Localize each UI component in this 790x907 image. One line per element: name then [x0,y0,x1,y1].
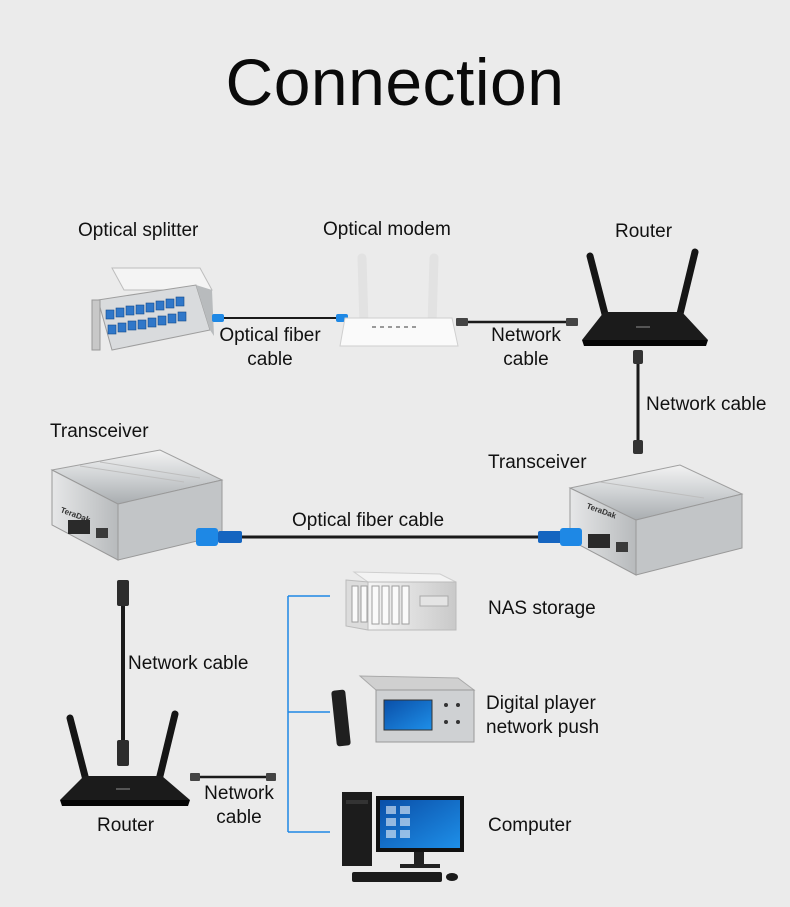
label-router-top: Router [615,221,673,242]
label-optical-fiber-cable-mid: Optical fiber cable [292,510,445,531]
transceiver-left-icon: TeraDak [50,449,224,561]
label-digital-player: Digital player network push [486,693,600,738]
optical-splitter-icon [91,267,214,351]
label-nas-storage: NAS storage [488,598,596,619]
optical-modem-icon [339,253,459,347]
optical-fiber-cable-top [212,314,348,322]
label-network-cable-top: Network cable [491,325,561,370]
label-network-cable-bottom: Network cable [204,783,274,828]
optical-fiber-cable-mid [196,528,582,546]
page-title: Connection [225,45,565,119]
label-computer: Computer [488,815,572,836]
transceiver-right-icon: TeraDak [568,464,744,576]
device-tree-lines [287,595,330,833]
label-transceiver-left: Transceiver [50,421,149,442]
label-router-bottom: Router [97,815,155,836]
nas-storage-icon [345,571,457,631]
label-transceiver-right: Transceiver [488,452,587,473]
network-cable-top [456,318,578,326]
router-top-icon [582,248,708,346]
digital-player-icon [331,675,476,747]
network-cable-right [633,350,643,454]
network-cable-bottom [190,773,276,781]
label-network-cable-left: Network cable [128,653,249,674]
label-optical-modem: Optical modem [323,219,451,240]
router-bottom-icon [60,710,190,806]
label-optical-fiber-cable-top: Optical fiber cable [219,325,321,370]
computer-icon [342,792,464,882]
network-cable-left [117,580,129,766]
label-optical-splitter: Optical splitter [78,220,199,241]
label-network-cable-right: Network cable [646,394,767,415]
